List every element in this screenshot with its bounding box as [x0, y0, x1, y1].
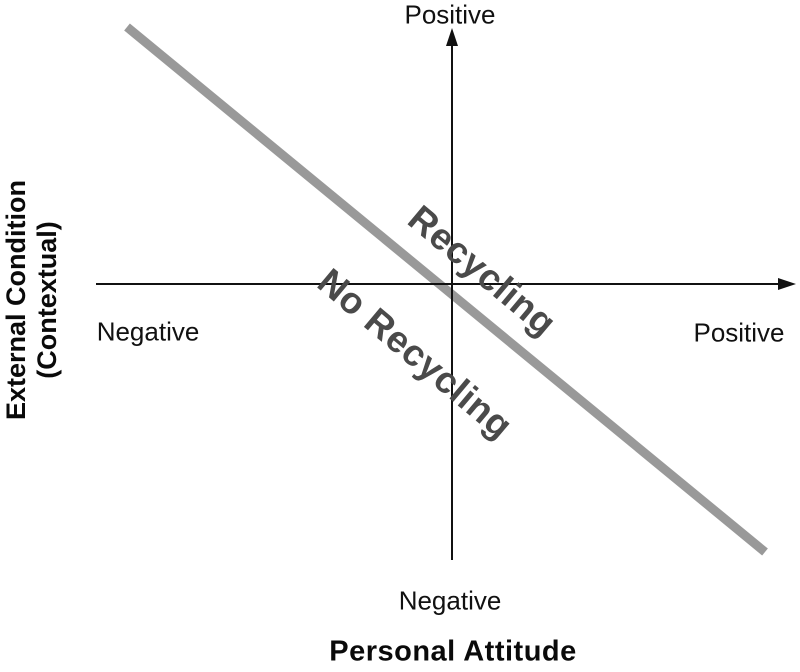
- x-axis-title: Personal Attitude: [329, 635, 577, 668]
- y-axis-bottom-label: Negative: [398, 585, 502, 616]
- x-axis-arrow-icon: [778, 278, 796, 290]
- y-axis-top-label: Positive: [404, 0, 496, 30]
- y-axis-title-line2: (Contextual): [32, 221, 62, 379]
- y-axis-title-line1: External Condition: [0, 179, 31, 421]
- x-axis-left-label: Negative: [96, 316, 200, 347]
- y-axis-title: External Condition (Contextual): [1, 180, 63, 420]
- y-axis-arrow-icon: [446, 28, 458, 46]
- x-axis-right-label: Positive: [693, 317, 785, 348]
- diagonal-divider-line: [124, 23, 768, 556]
